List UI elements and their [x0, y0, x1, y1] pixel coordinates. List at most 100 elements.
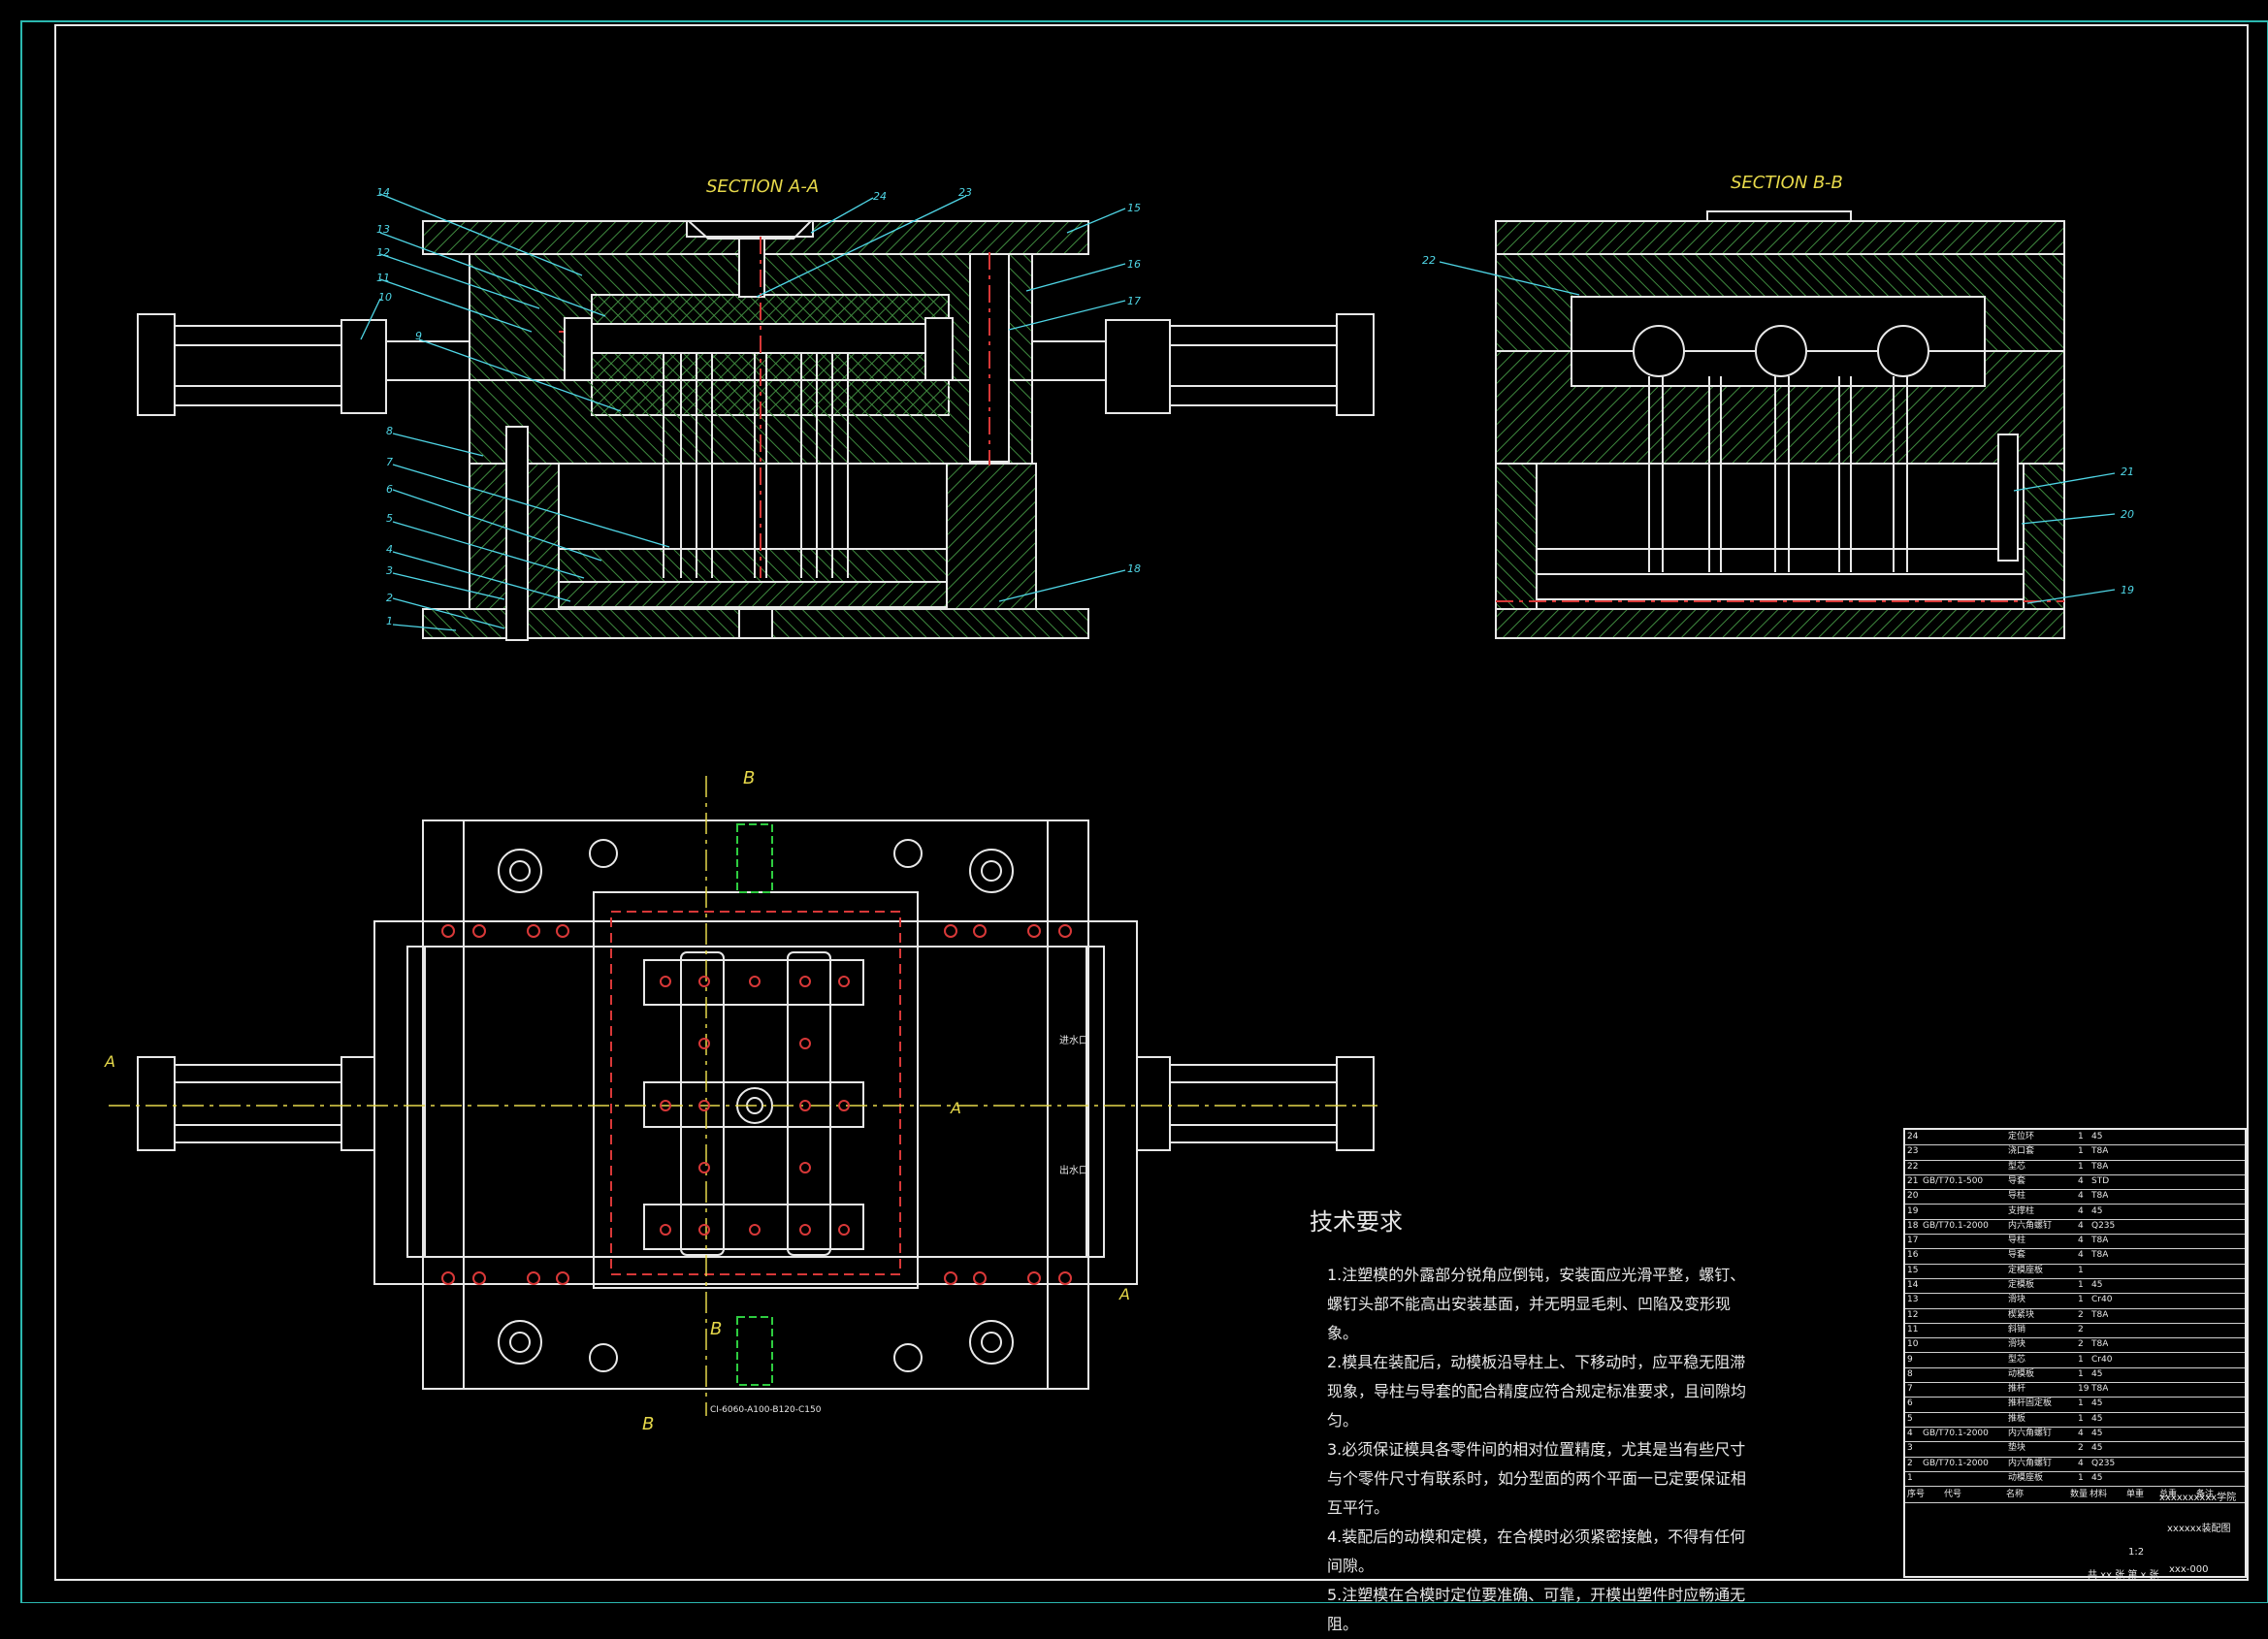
balloon-numbers-aa: 1 2 3 4 5 6 7 8 9 10 11 12 13 14 15 16 1…: [376, 186, 1141, 627]
svg-text:8: 8: [386, 425, 393, 437]
svg-text:11: 11: [376, 272, 390, 284]
tech-item: 3.必须保证模具各零件间的相对位置精度，尤其是当有些尺寸与个零件尺寸有联系时，如…: [1327, 1440, 1747, 1517]
bom-cell-mat: 45: [2091, 1368, 2103, 1379]
cut-b-bottom: B: [642, 1414, 654, 1434]
svg-text:16: 16: [1127, 258, 1141, 271]
bom-cell-qty: 1: [2078, 1265, 2084, 1275]
bom-cell-mat: T8A: [2091, 1236, 2109, 1246]
svg-text:12: 12: [376, 246, 390, 259]
bom-cell-qty: 1: [2078, 1398, 2084, 1409]
bom-cell-std: GB/T70.1-2000: [1923, 1220, 1989, 1231]
svg-text:24: 24: [873, 190, 887, 203]
bom-cell-mat: T8A: [2091, 1161, 2109, 1172]
bom-cell-name: 导套: [2008, 1250, 2026, 1261]
bom-cell-name: 内六角螺钉: [2008, 1429, 2053, 1438]
cut-a-right: A: [1118, 1285, 1130, 1303]
bom-header-cell: 数量: [2070, 1490, 2089, 1500]
bom-cell-qty: 1: [2078, 1132, 2084, 1141]
bom-cell-mat: 45: [2091, 1280, 2103, 1290]
svg-text:13: 13: [376, 223, 390, 236]
title-block-drawing-name: xxxxxx装配图: [2167, 1524, 2231, 1534]
svg-text:14: 14: [376, 186, 390, 199]
bom-cell-name: 内六角螺钉: [2008, 1458, 2053, 1468]
bom-cell-name: 定位环: [2008, 1132, 2035, 1141]
bom-header-cell: 备注: [2196, 1490, 2215, 1500]
bom-cell-qty: 2: [2078, 1309, 2084, 1320]
bom-cell-name: 型芯: [2008, 1354, 2026, 1365]
tech-requirements-list: 1.注塑模的外露部分锐角应倒钝，安装面应光滑平整，螺钉、螺钉头部不能高出安装基面…: [1327, 1261, 1754, 1639]
section-bb-title: SECTION B-B: [1731, 173, 1843, 193]
bom-cell-no: 10: [1907, 1339, 1919, 1350]
drawing-canvas: SECTION A-A: [20, 20, 2268, 1603]
balloon-leaders-bb: [1439, 261, 2116, 604]
bom-header-cell: 名称: [2006, 1490, 2025, 1500]
bom-cell-mat: T8A: [2091, 1146, 2109, 1157]
bom-cell-mat: 45: [2091, 1413, 2103, 1424]
bom-cell-no: 1: [1907, 1472, 1913, 1483]
bom-cell-no: 5: [1907, 1413, 1913, 1424]
bom-cell-no: 4: [1907, 1429, 1913, 1438]
bom-header-cell: 单重: [2126, 1490, 2145, 1500]
section-aa-view: SECTION A-A: [137, 177, 1375, 641]
water-out-label: 出水口: [1059, 1164, 1088, 1176]
bom-cell-qty: 4: [2078, 1175, 2084, 1186]
bom-cell-mat: Cr40: [2091, 1295, 2113, 1305]
bom-header-cell: 序号: [1907, 1490, 1926, 1500]
bom-cell-no: 15: [1907, 1265, 1919, 1275]
svg-text:17: 17: [1127, 295, 1141, 307]
bom-cell-no: 13: [1907, 1295, 1919, 1305]
svg-text:1: 1: [386, 615, 393, 627]
bom-cell-no: 20: [1907, 1191, 1919, 1202]
bom-cell-no: 22: [1907, 1161, 1919, 1172]
bom-header-row: 序号代号名称数量材料单重总重备注: [1905, 1488, 2245, 1504]
bom-cell-mat: Cr40: [2091, 1354, 2113, 1365]
cut-b-mid: B: [710, 1319, 722, 1339]
bom-cell-qty: 19: [2078, 1384, 2090, 1395]
outer-border: [20, 20, 2268, 1603]
bom-cell-qty: 2: [2078, 1324, 2084, 1334]
svg-text:20: 20: [2121, 508, 2134, 521]
svg-text:9: 9: [415, 330, 422, 342]
cut-a-left: A: [104, 1052, 115, 1071]
bom-cell-name: 斜销: [2008, 1324, 2026, 1334]
svg-text:15: 15: [1127, 202, 1141, 214]
bom-cell-qty: 1: [2078, 1472, 2084, 1483]
bom-cell-mat: 45: [2091, 1398, 2103, 1409]
bom-cell-name: 导柱: [2008, 1191, 2026, 1202]
bom-cell-name: 垫块: [2008, 1443, 2026, 1454]
bom-cell-no: 18: [1907, 1220, 1919, 1231]
bom-cell-name: 导套: [2008, 1175, 2026, 1186]
bom-cell-no: 7: [1907, 1384, 1913, 1395]
bom-cell-name: 导柱: [2008, 1236, 2026, 1246]
title-block-scale: 1:2: [2128, 1547, 2145, 1558]
balloon-leaders-aa: [360, 193, 1126, 631]
bom-cell-mat: T8A: [2091, 1339, 2109, 1350]
bom-cell-qty: 2: [2078, 1339, 2084, 1350]
bom-cell-mat: 45: [2091, 1132, 2103, 1141]
section-aa-title: SECTION A-A: [706, 177, 819, 197]
bom-cell-no: 24: [1907, 1132, 1919, 1141]
bom-cell-no: 17: [1907, 1236, 1919, 1246]
svg-text:6: 6: [386, 483, 393, 496]
bom-cell-mat: T8A: [2091, 1250, 2109, 1261]
bom-cell-qty: 4: [2078, 1205, 2084, 1216]
bom-cell-no: 12: [1907, 1309, 1919, 1320]
bom-cell-qty: 4: [2078, 1429, 2084, 1438]
bom-cell-no: 6: [1907, 1398, 1913, 1409]
bom-cell-name: 内六角螺钉: [2008, 1220, 2053, 1231]
